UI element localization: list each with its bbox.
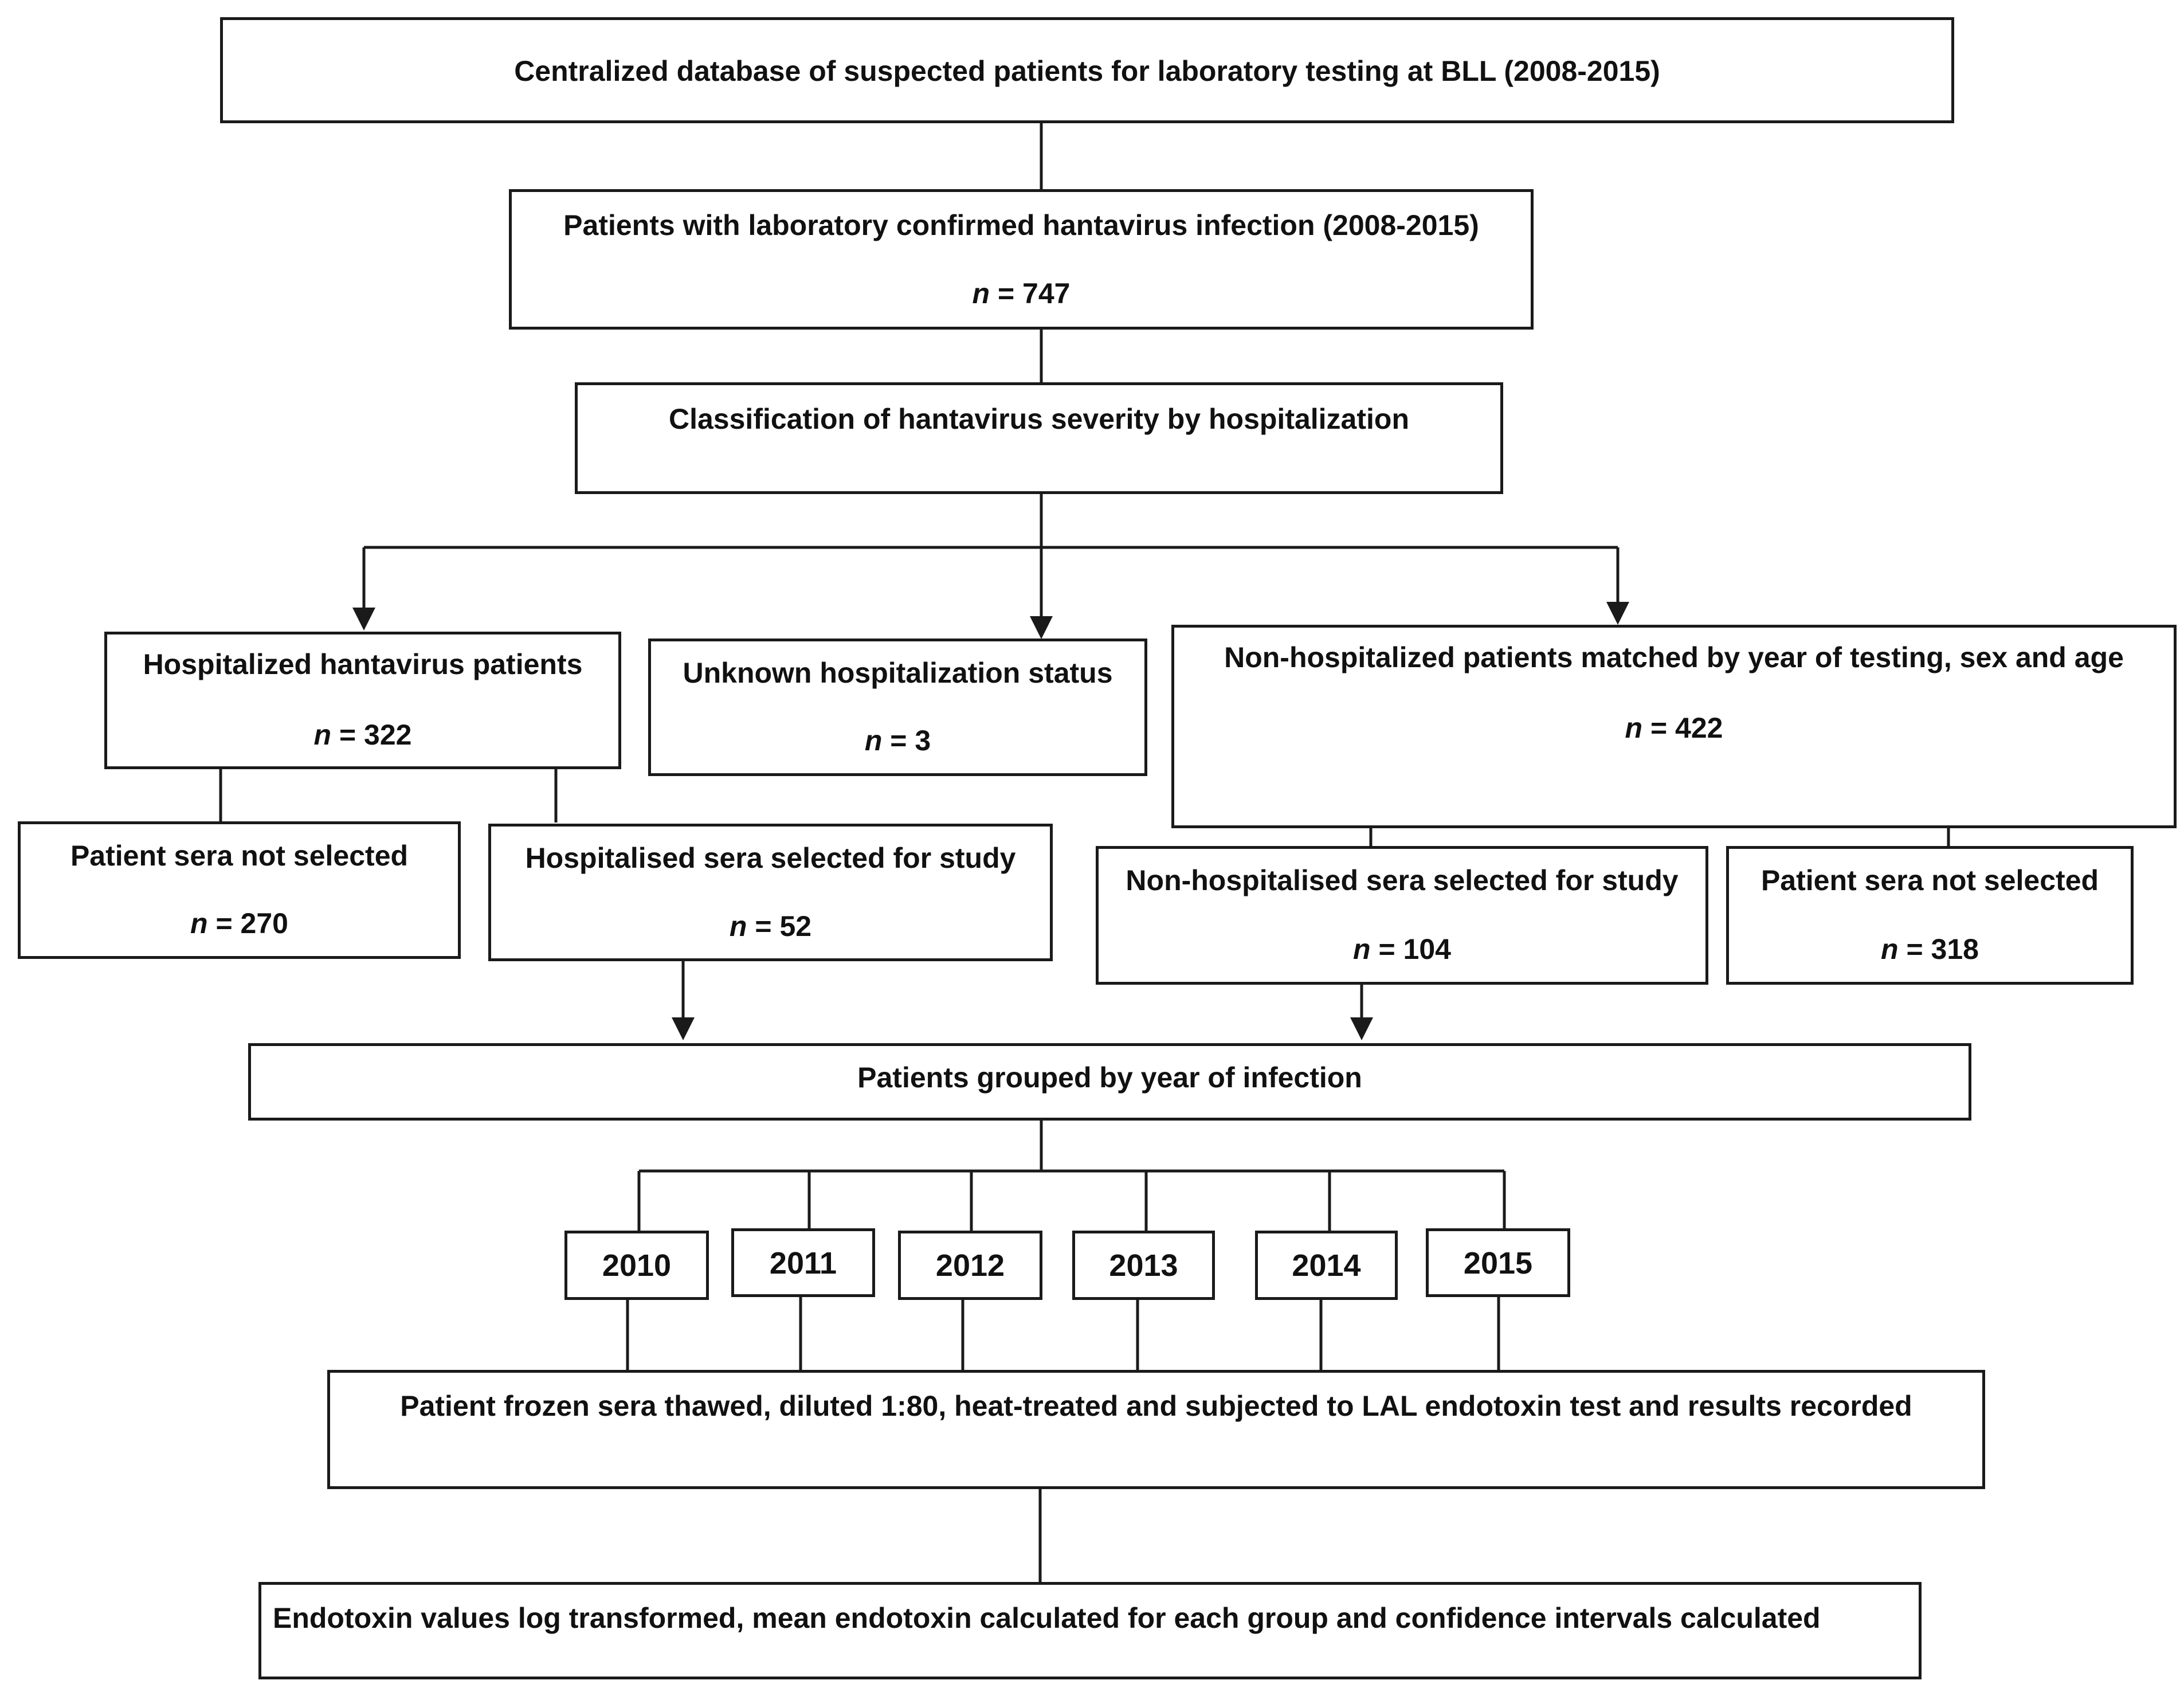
hosp-selected-box: Hospitalised sera selected for study n =… <box>488 824 1053 961</box>
lal-test-box: Patient frozen sera thawed, diluted 1:80… <box>327 1370 1985 1489</box>
year-box-2011: 2011 <box>731 1228 875 1297</box>
classification-text: Classification of hantavirus severity by… <box>669 403 1409 435</box>
hosp-not-selected-count: n = 270 <box>21 906 458 941</box>
analysis-text: Endotoxin values log transformed, mean e… <box>273 1602 1821 1634</box>
count-value: = 104 <box>1378 933 1451 965</box>
confirmed-count: n = 747 <box>512 276 1531 311</box>
nonhosp-not-selected-text: Patient sera not selected <box>1760 864 2099 896</box>
count-value: = 318 <box>1906 933 1979 965</box>
confirmed-box: Patients with laboratory confirmed hanta… <box>509 189 1534 330</box>
hosp-selected-text: Hospitalised sera selected for study <box>525 842 1016 874</box>
year-label: 2011 <box>769 1246 837 1280</box>
nonhosp-selected-text: Non-hospitalised sera selected for study <box>1126 864 1679 896</box>
n-symbol: n <box>1353 933 1371 965</box>
unknown-count: n = 3 <box>651 723 1144 758</box>
count-value: = 3 <box>890 724 931 757</box>
year-box-2012: 2012 <box>898 1231 1042 1300</box>
lal-test-text: Patient frozen sera thawed, diluted 1:80… <box>400 1390 1912 1422</box>
n-symbol: n <box>1625 712 1643 744</box>
hospitalized-count: n = 322 <box>107 718 618 752</box>
confirmed-text: Patients with laboratory confirmed hanta… <box>563 209 1479 241</box>
count-value: = 322 <box>339 719 412 751</box>
n-symbol: n <box>864 724 883 757</box>
count-value: = 52 <box>755 910 812 942</box>
year-label: 2015 <box>1463 1246 1533 1280</box>
year-box-2014: 2014 <box>1255 1231 1398 1300</box>
grouped-text: Patients grouped by year of infection <box>857 1062 1362 1094</box>
year-label: 2010 <box>602 1248 672 1283</box>
year-label: 2014 <box>1292 1248 1361 1283</box>
n-symbol: n <box>190 907 208 939</box>
hosp-selected-count: n = 52 <box>491 909 1050 943</box>
hosp-not-selected-text: Patient sera not selected <box>70 840 409 872</box>
database-box: Centralized database of suspected patien… <box>220 17 1954 123</box>
n-symbol: n <box>1881 933 1899 965</box>
classification-box: Classification of hantavirus severity by… <box>575 382 1503 494</box>
nonhosp-selected-box: Non-hospitalised sera selected for study… <box>1096 846 1708 985</box>
n-symbol: n <box>972 277 990 310</box>
year-label: 2013 <box>1109 1248 1178 1283</box>
unknown-box: Unknown hospitalization status n = 3 <box>648 639 1147 776</box>
nonhosp-not-selected-count: n = 318 <box>1729 932 2131 966</box>
year-label: 2012 <box>935 1248 1005 1283</box>
grouped-box: Patients grouped by year of infection <box>248 1043 1971 1121</box>
count-value: = 270 <box>215 907 288 939</box>
hospitalized-box: Hospitalized hantavirus patients n = 322 <box>104 632 621 769</box>
hosp-not-selected-box: Patient sera not selected n = 270 <box>18 821 461 959</box>
non-hospitalized-count: n = 422 <box>1174 711 2174 745</box>
year-box-2015: 2015 <box>1426 1228 1570 1297</box>
count-value: = 422 <box>1650 712 1723 744</box>
unknown-text: Unknown hospitalization status <box>683 657 1113 689</box>
non-hospitalized-box: Non-hospitalized patients matched by yea… <box>1171 625 2177 828</box>
hospitalized-text: Hospitalized hantavirus patients <box>143 648 583 680</box>
database-text: Centralized database of suspected patien… <box>514 55 1660 87</box>
non-hospitalized-text: Non-hospitalized patients matched by yea… <box>1224 641 2124 673</box>
nonhosp-selected-count: n = 104 <box>1099 932 1705 966</box>
year-box-2010: 2010 <box>564 1231 709 1300</box>
n-symbol: n <box>313 719 332 751</box>
analysis-box: Endotoxin values log transformed, mean e… <box>258 1582 1922 1679</box>
n-symbol: n <box>729 910 747 942</box>
year-box-2013: 2013 <box>1072 1231 1215 1300</box>
nonhosp-not-selected-box: Patient sera not selected n = 318 <box>1726 846 2134 985</box>
count-value: = 747 <box>997 277 1071 310</box>
